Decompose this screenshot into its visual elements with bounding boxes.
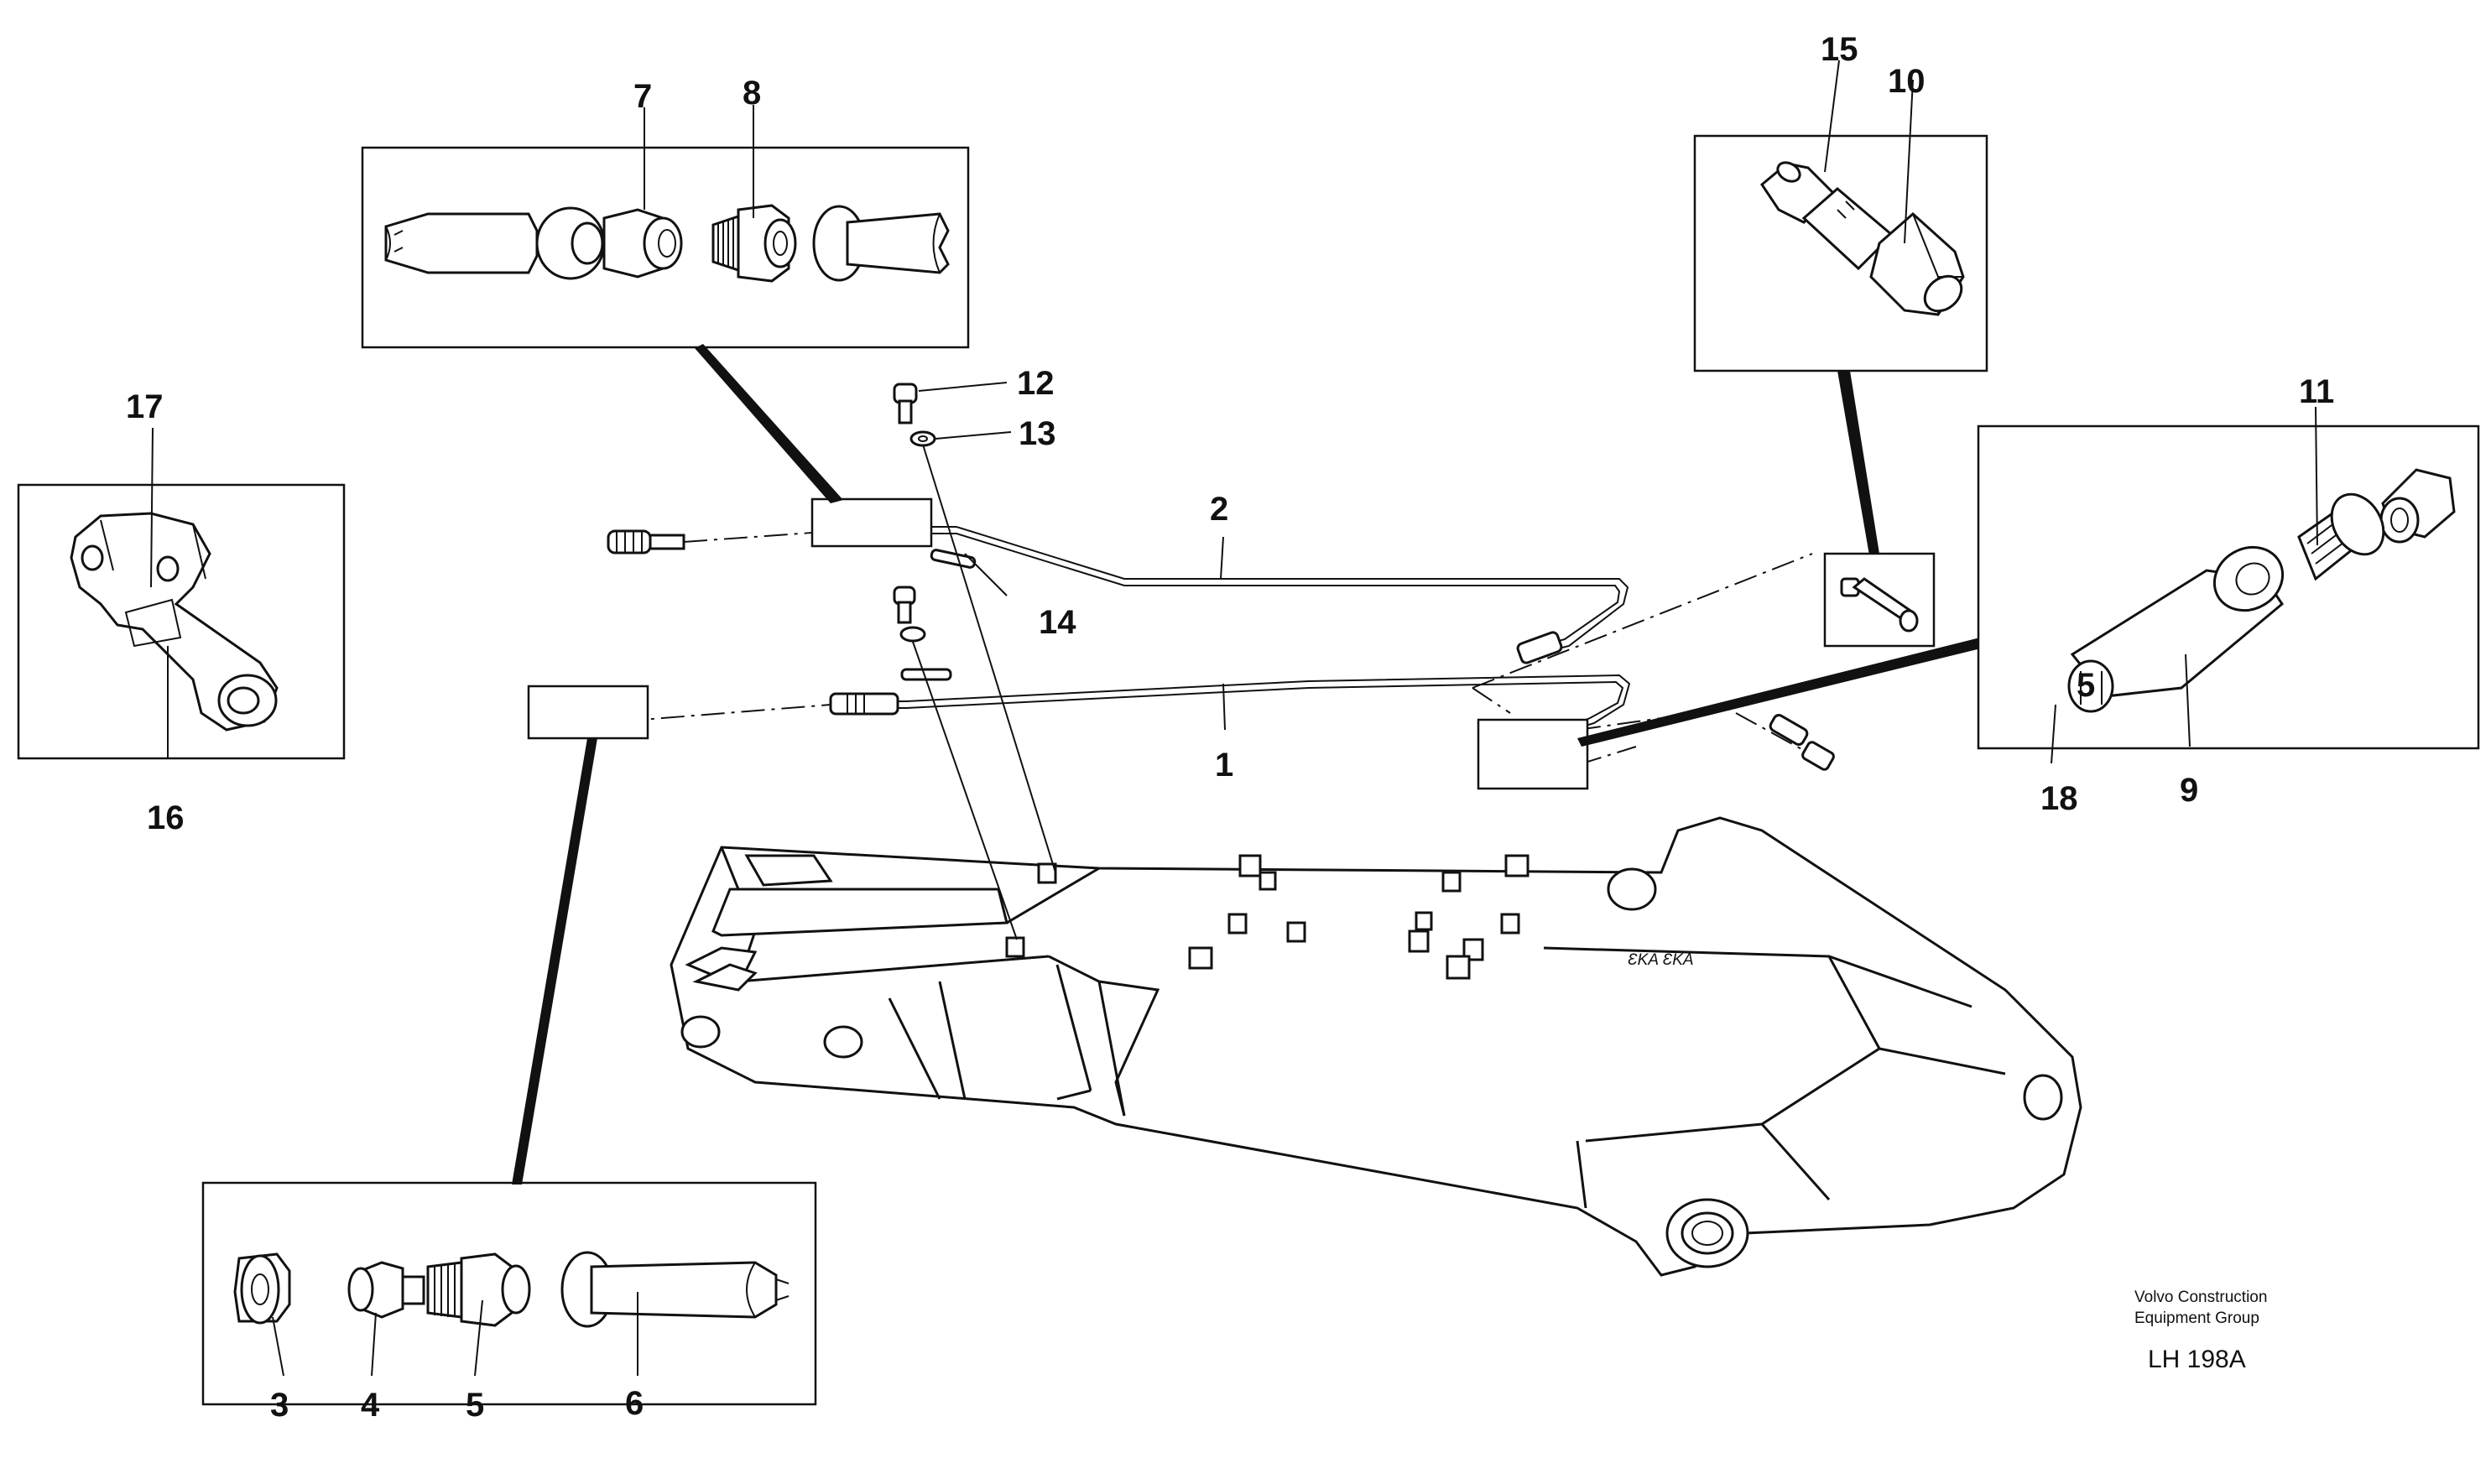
bolt-and-washer bbox=[893, 383, 1056, 940]
loose-fittings bbox=[527, 497, 1835, 790]
label-15: 15 bbox=[1821, 31, 1858, 68]
label-4: 4 bbox=[361, 1387, 380, 1424]
detail-box-union-7-8 bbox=[361, 146, 970, 503]
label-18: 18 bbox=[2040, 780, 2078, 817]
detail-callout-small bbox=[1577, 552, 1984, 747]
caption-company-line2: Equipment Group bbox=[2134, 1310, 2259, 1327]
boom-arm: ƐKA ƐKA bbox=[670, 816, 2082, 1277]
label-16: 16 bbox=[147, 799, 185, 836]
label-1: 1 bbox=[1215, 747, 1233, 784]
drawing-caption: Volvo Construction Equipment Group LH 19… bbox=[2134, 1289, 2267, 1373]
detail-box-clamp-16-17 bbox=[17, 483, 346, 760]
caption-drawing-id: LH 198A bbox=[2148, 1346, 2246, 1373]
label-8: 8 bbox=[743, 75, 761, 112]
label-7: 7 bbox=[633, 78, 652, 115]
label-17: 17 bbox=[126, 388, 164, 425]
label-2: 2 bbox=[1210, 491, 1228, 528]
label-13: 13 bbox=[1019, 415, 1056, 452]
pipe-1 bbox=[881, 674, 1631, 729]
label-3: 3 bbox=[270, 1387, 289, 1424]
detail-box-union-9-11-18: 5 bbox=[1977, 424, 2480, 750]
svg-text:5: 5 bbox=[2077, 667, 2095, 704]
detail-box-fitting-10-15 bbox=[1693, 134, 1988, 555]
label-12: 12 bbox=[1017, 365, 1055, 402]
label-9: 9 bbox=[2180, 772, 2198, 809]
caption-company-line1: Volvo Construction bbox=[2134, 1289, 2267, 1306]
label-5: 5 bbox=[466, 1387, 484, 1424]
leader-lines bbox=[150, 60, 2318, 1377]
detail-box-union-3-6 bbox=[201, 738, 817, 1406]
svg-text:ƐKA ƐKA: ƐKA ƐKA bbox=[1628, 951, 1694, 969]
label-14: 14 bbox=[1039, 604, 1076, 641]
part-number-labels: 1 2 3 4 5 6 7 8 9 10 11 12 13 14 15 16 1… bbox=[126, 31, 2334, 1424]
label-6: 6 bbox=[625, 1385, 644, 1422]
label-11: 11 bbox=[2299, 373, 2334, 410]
pipe-2 bbox=[915, 526, 1629, 655]
label-10: 10 bbox=[1888, 63, 1926, 100]
